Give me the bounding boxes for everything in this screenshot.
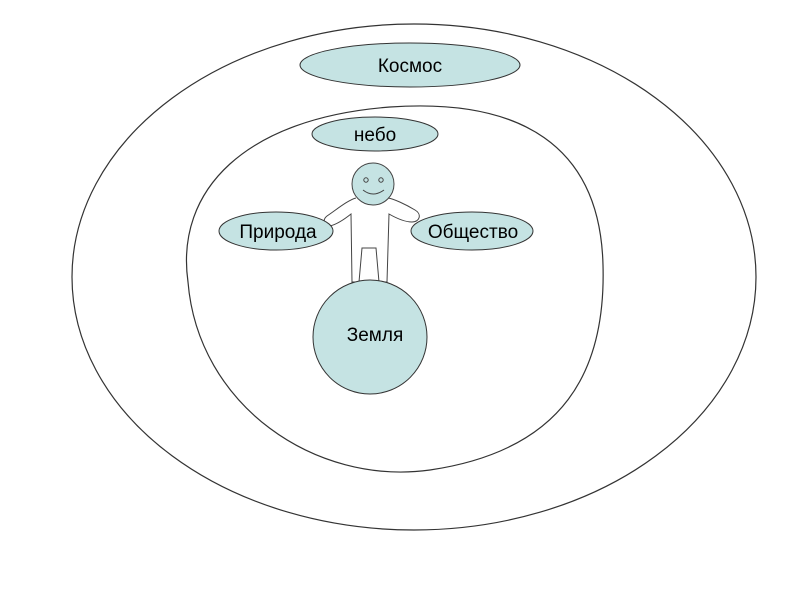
- person-smile: [362, 189, 385, 195]
- node-nature-label: Природа: [239, 222, 317, 243]
- node-earth-label: Земля: [347, 325, 403, 346]
- inner-circle-sky: [186, 105, 604, 473]
- person-figure: [323, 162, 420, 283]
- node-society-label: Общество: [428, 222, 518, 243]
- node-nature: Природа: [218, 211, 334, 251]
- node-sky-label: небо: [354, 125, 396, 146]
- node-society: Общество: [410, 211, 534, 251]
- person-eye-left: [363, 177, 369, 183]
- outer-circle-cosmos: [71, 23, 757, 531]
- node-cosmos-label: Космос: [378, 56, 442, 77]
- person-head: [351, 162, 395, 206]
- node-earth: Земля: [312, 279, 428, 395]
- node-cosmos: Космос: [299, 42, 521, 88]
- node-sky: небо: [311, 116, 439, 152]
- person-body: [323, 197, 420, 283]
- person-eye-right: [378, 177, 384, 183]
